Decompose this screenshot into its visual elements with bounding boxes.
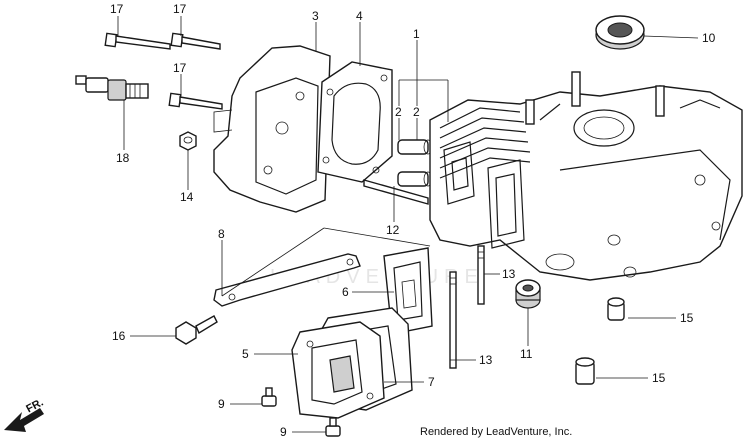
crankcase-1 [429,71,743,281]
footer-credit: Rendered by LeadVenture, Inc. [420,426,573,438]
bushing-11 [515,279,541,309]
callout-17: 17 [110,2,124,16]
collar-15-a [607,297,625,321]
stud-13-a [477,245,485,305]
collar-15-b [575,357,595,385]
callout-11: 11 [520,347,533,361]
leader-lines [117,16,699,433]
bolt-17-a [104,32,171,50]
front-arrow-icon [4,408,44,432]
stud-12 [363,179,429,205]
nut-14 [179,131,197,151]
bracket-8 [213,253,361,307]
oil-seal-10 [595,15,645,50]
callout-labels: 17 17 17 3 4 1 2 2 10 18 14 12 8 6 13 13… [110,2,716,439]
dowel-pin-2-b [397,171,433,187]
callout-6: 6 [342,285,349,299]
callout-7: 7 [428,375,435,389]
callout-13: 13 [502,267,516,281]
callout-18: 18 [116,151,130,165]
callout-15: 15 [680,311,694,325]
callout-9: 9 [218,397,225,411]
callout-5: 5 [242,347,249,361]
callout-12: 12 [386,223,400,237]
callout-2: 2 [395,105,402,119]
bolt-17-c [168,92,223,110]
callout-9: 9 [280,425,287,439]
callout-4: 4 [356,9,363,23]
callout-3: 3 [312,9,319,23]
callout-15: 15 [652,371,666,385]
callout-17: 17 [173,2,187,16]
callout-16: 16 [112,329,126,343]
spark-plug-18 [75,75,149,101]
callout-17: 17 [173,61,187,75]
stud-13-b [449,271,457,369]
breather-cover-5 [291,321,385,419]
bolt-16 [175,315,218,345]
screw-9-b [325,417,341,437]
dowel-pin-2-a [397,139,433,155]
callout-10: 10 [702,31,716,45]
callout-14: 14 [180,190,194,204]
screw-9-a [261,387,277,407]
cylinder-head-3 [213,45,331,213]
callout-8: 8 [218,227,225,241]
callout-2: 2 [413,105,420,119]
callout-1: 1 [413,27,420,41]
callout-13: 13 [479,353,493,367]
bolt-17-b [170,32,221,50]
head-gasket-4 [317,61,393,183]
